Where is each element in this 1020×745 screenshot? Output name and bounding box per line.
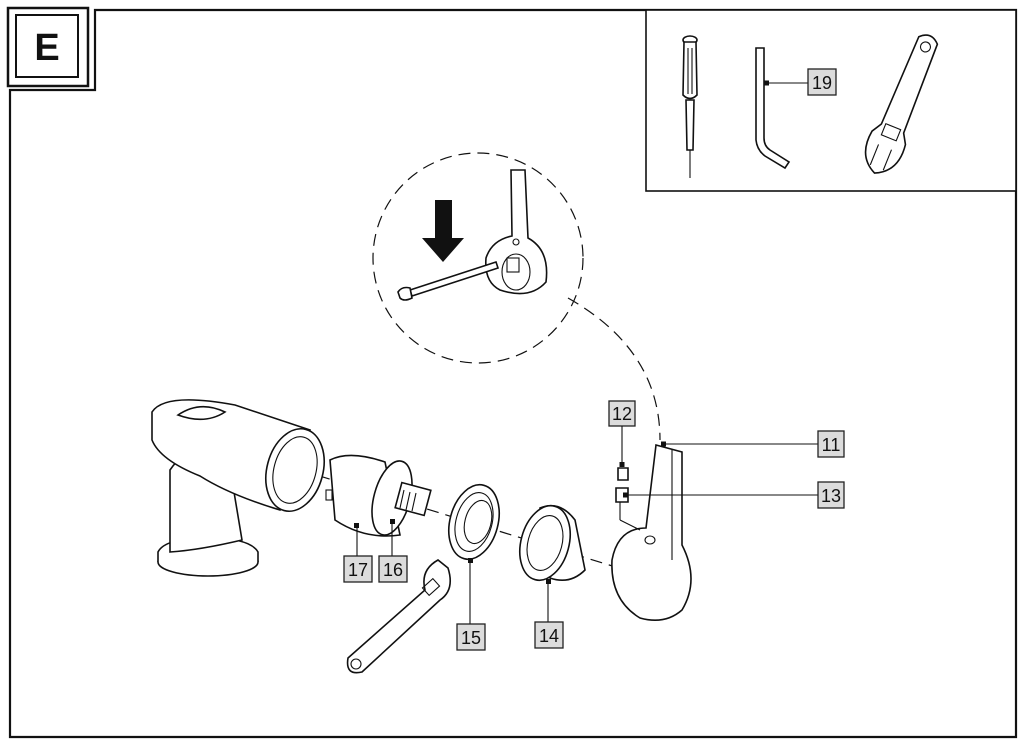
callout-12: 12 (608, 400, 636, 467)
callout-15: 15 (456, 558, 486, 651)
tools-panel: 19 (645, 9, 1017, 192)
down-arrow-icon (422, 200, 464, 262)
callout-11-text: 11 (822, 435, 841, 455)
callout-13: 13 (623, 481, 845, 509)
callout-19: 19 (764, 68, 837, 96)
handle (611, 443, 692, 621)
callout-14: 14 (534, 579, 564, 649)
cartridge (325, 454, 413, 537)
wrench-icon (346, 559, 451, 674)
retaining-nut (448, 483, 500, 561)
screw-insert (615, 487, 641, 531)
callout-11: 11 (661, 430, 845, 458)
callout-16-text: 16 (383, 560, 403, 580)
callout-17: 17 (343, 523, 373, 583)
callout-19-text: 19 (812, 73, 832, 93)
screwdriver-icon (682, 35, 698, 178)
shroud (519, 504, 586, 582)
callout-12-text: 12 (612, 404, 632, 424)
callout-15-text: 15 (461, 628, 481, 648)
callout-16: 16 (378, 519, 408, 583)
adjustable-wrench-icon (864, 34, 939, 174)
step-letter: E (34, 27, 59, 69)
callout-13-text: 13 (821, 486, 841, 506)
callout-17-text: 17 (348, 560, 368, 580)
step-badge: E (6, 6, 90, 88)
grub-screw (617, 467, 629, 481)
cartridge-spline (394, 481, 432, 517)
allen-key-icon (755, 47, 791, 170)
faucet-body (151, 399, 325, 577)
callout-14-text: 14 (539, 626, 559, 646)
zoom-detail (372, 152, 584, 364)
